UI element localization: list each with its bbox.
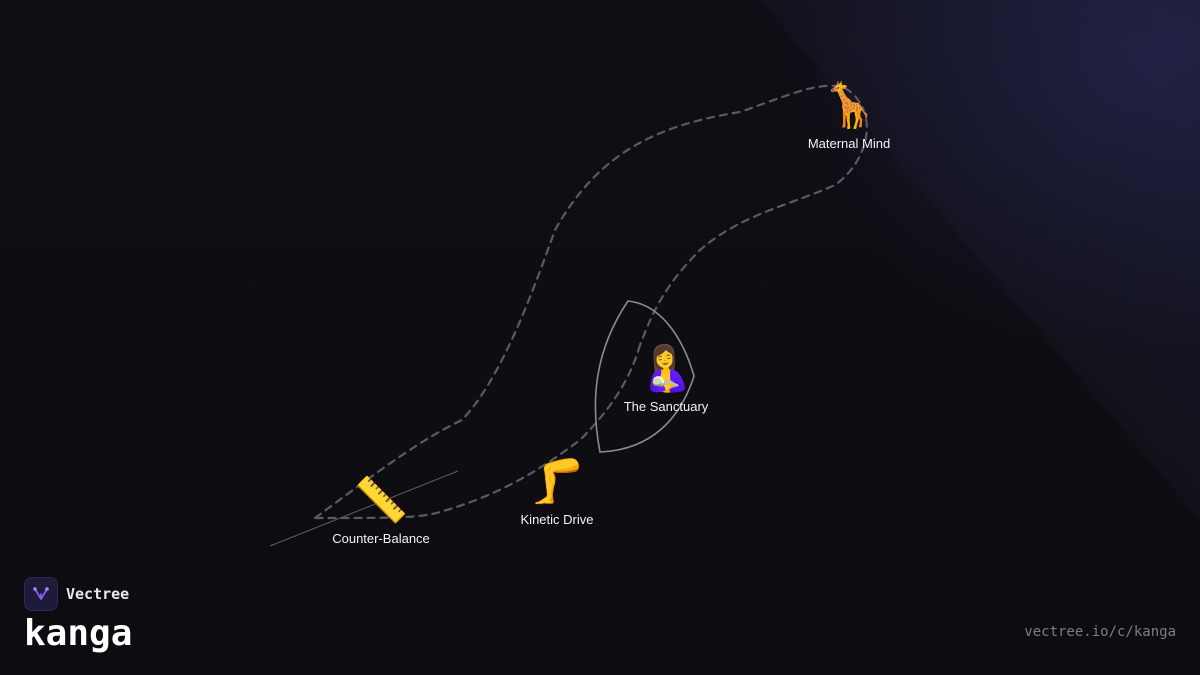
project-title: kanga — [24, 613, 133, 654]
giraffe-icon: 🦒 — [821, 81, 877, 130]
project-url[interactable]: vectree.io/c/kanga — [1024, 624, 1176, 640]
brand-block: Vectree kanga — [24, 577, 132, 655]
counter-balance-line — [269, 470, 459, 547]
brand-name[interactable]: Vectree — [66, 585, 130, 603]
node-the-sanctuary[interactable]: 🤱 The Sanctuary — [624, 343, 709, 414]
node-label: Kinetic Drive — [520, 512, 594, 527]
path-outer — [313, 84, 868, 520]
breastfeeding-icon: 🤱 — [638, 344, 694, 393]
leg-icon: 🦵 — [529, 457, 585, 506]
brand-row: Vectree — [24, 577, 132, 611]
node-counter-balance[interactable]: 📏 Counter-Balance — [332, 475, 430, 546]
vectree-logo-icon[interactable] — [24, 577, 58, 611]
node-label: The Sanctuary — [623, 399, 709, 414]
node-label: Counter-Balance — [332, 531, 430, 546]
node-maternal-mind[interactable]: 🦒 Maternal Mind — [808, 80, 890, 151]
branch-icon — [33, 587, 49, 600]
sanctuary-boundary — [594, 300, 695, 453]
node-kinetic-drive[interactable]: 🦵 Kinetic Drive — [521, 456, 594, 527]
node-label: Maternal Mind — [807, 136, 891, 151]
ruler-icon: 📏 — [353, 476, 409, 525]
path-inner — [313, 343, 642, 520]
